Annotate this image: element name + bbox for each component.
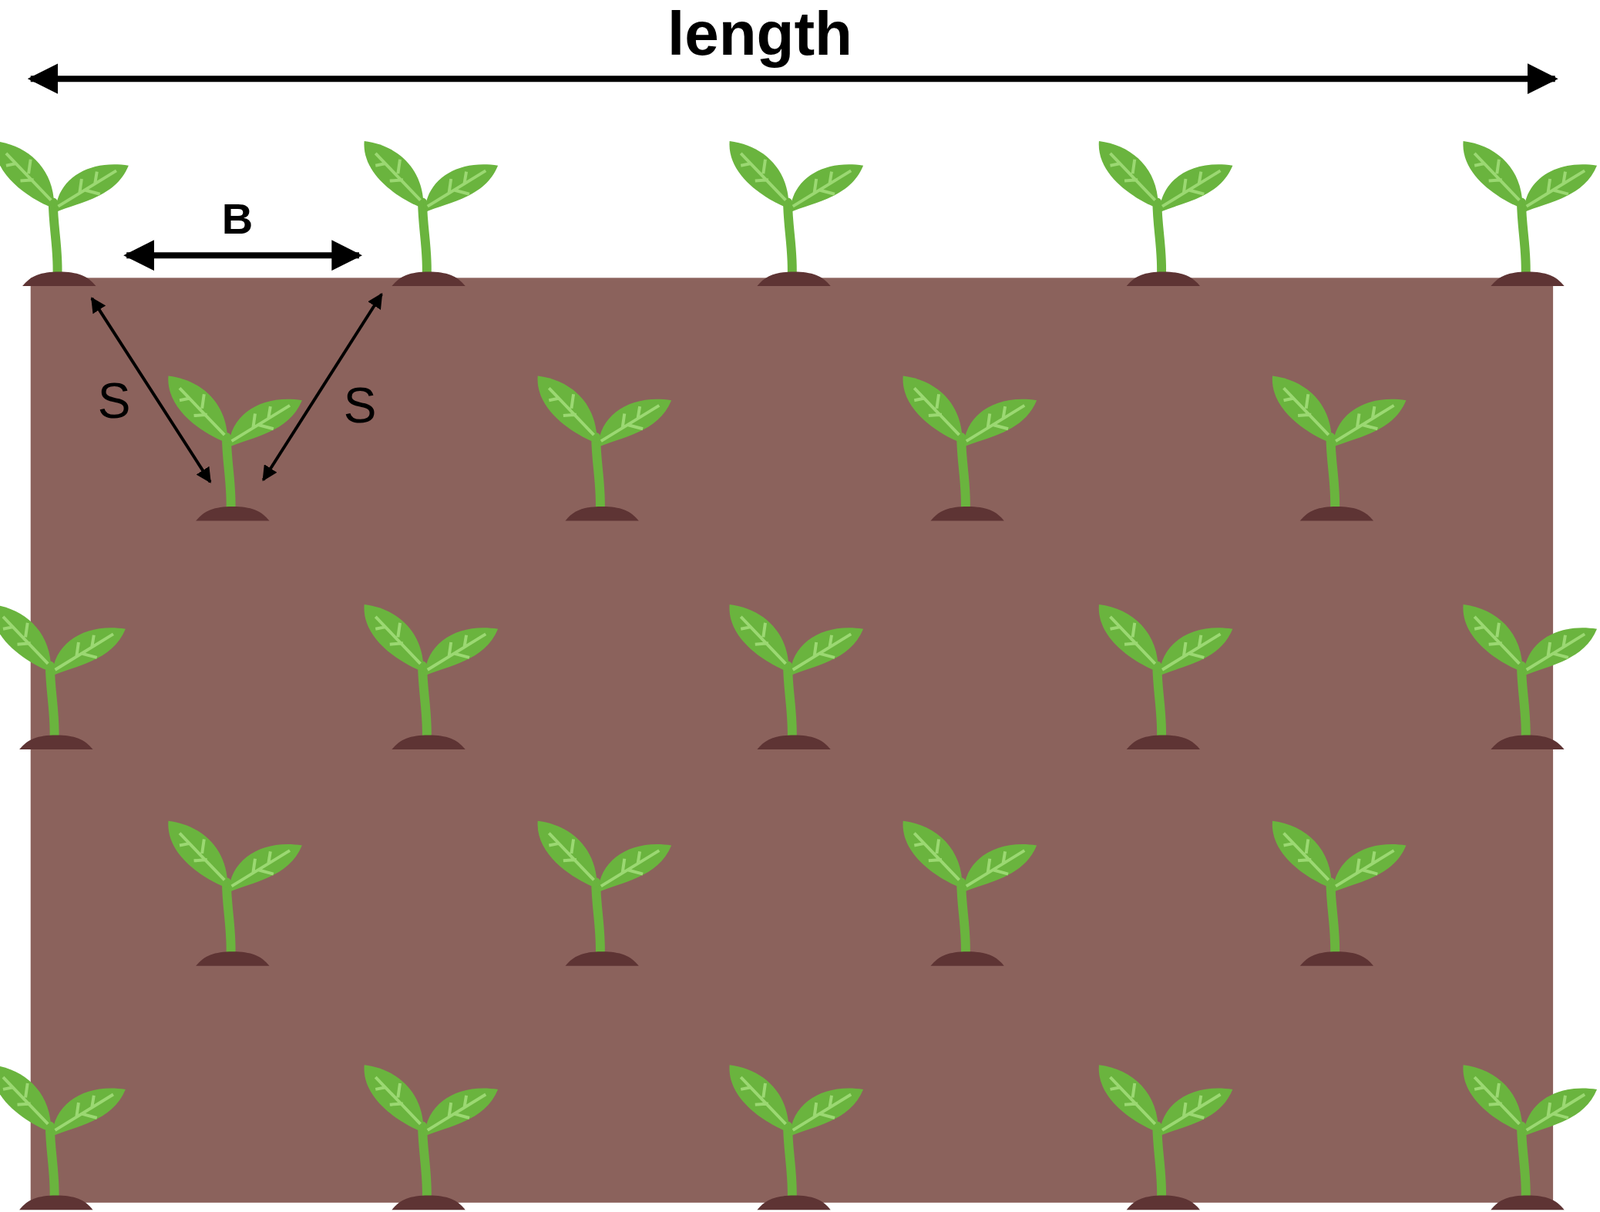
dimension-label: length	[667, 3, 853, 65]
soil-bed	[30, 277, 1553, 1203]
spacing-label: S	[343, 380, 377, 431]
dimension-label: B	[221, 197, 253, 241]
dimension-arrows	[30, 78, 1556, 482]
spacing-label: S	[97, 376, 132, 426]
seedlings	[0, 141, 1597, 1210]
